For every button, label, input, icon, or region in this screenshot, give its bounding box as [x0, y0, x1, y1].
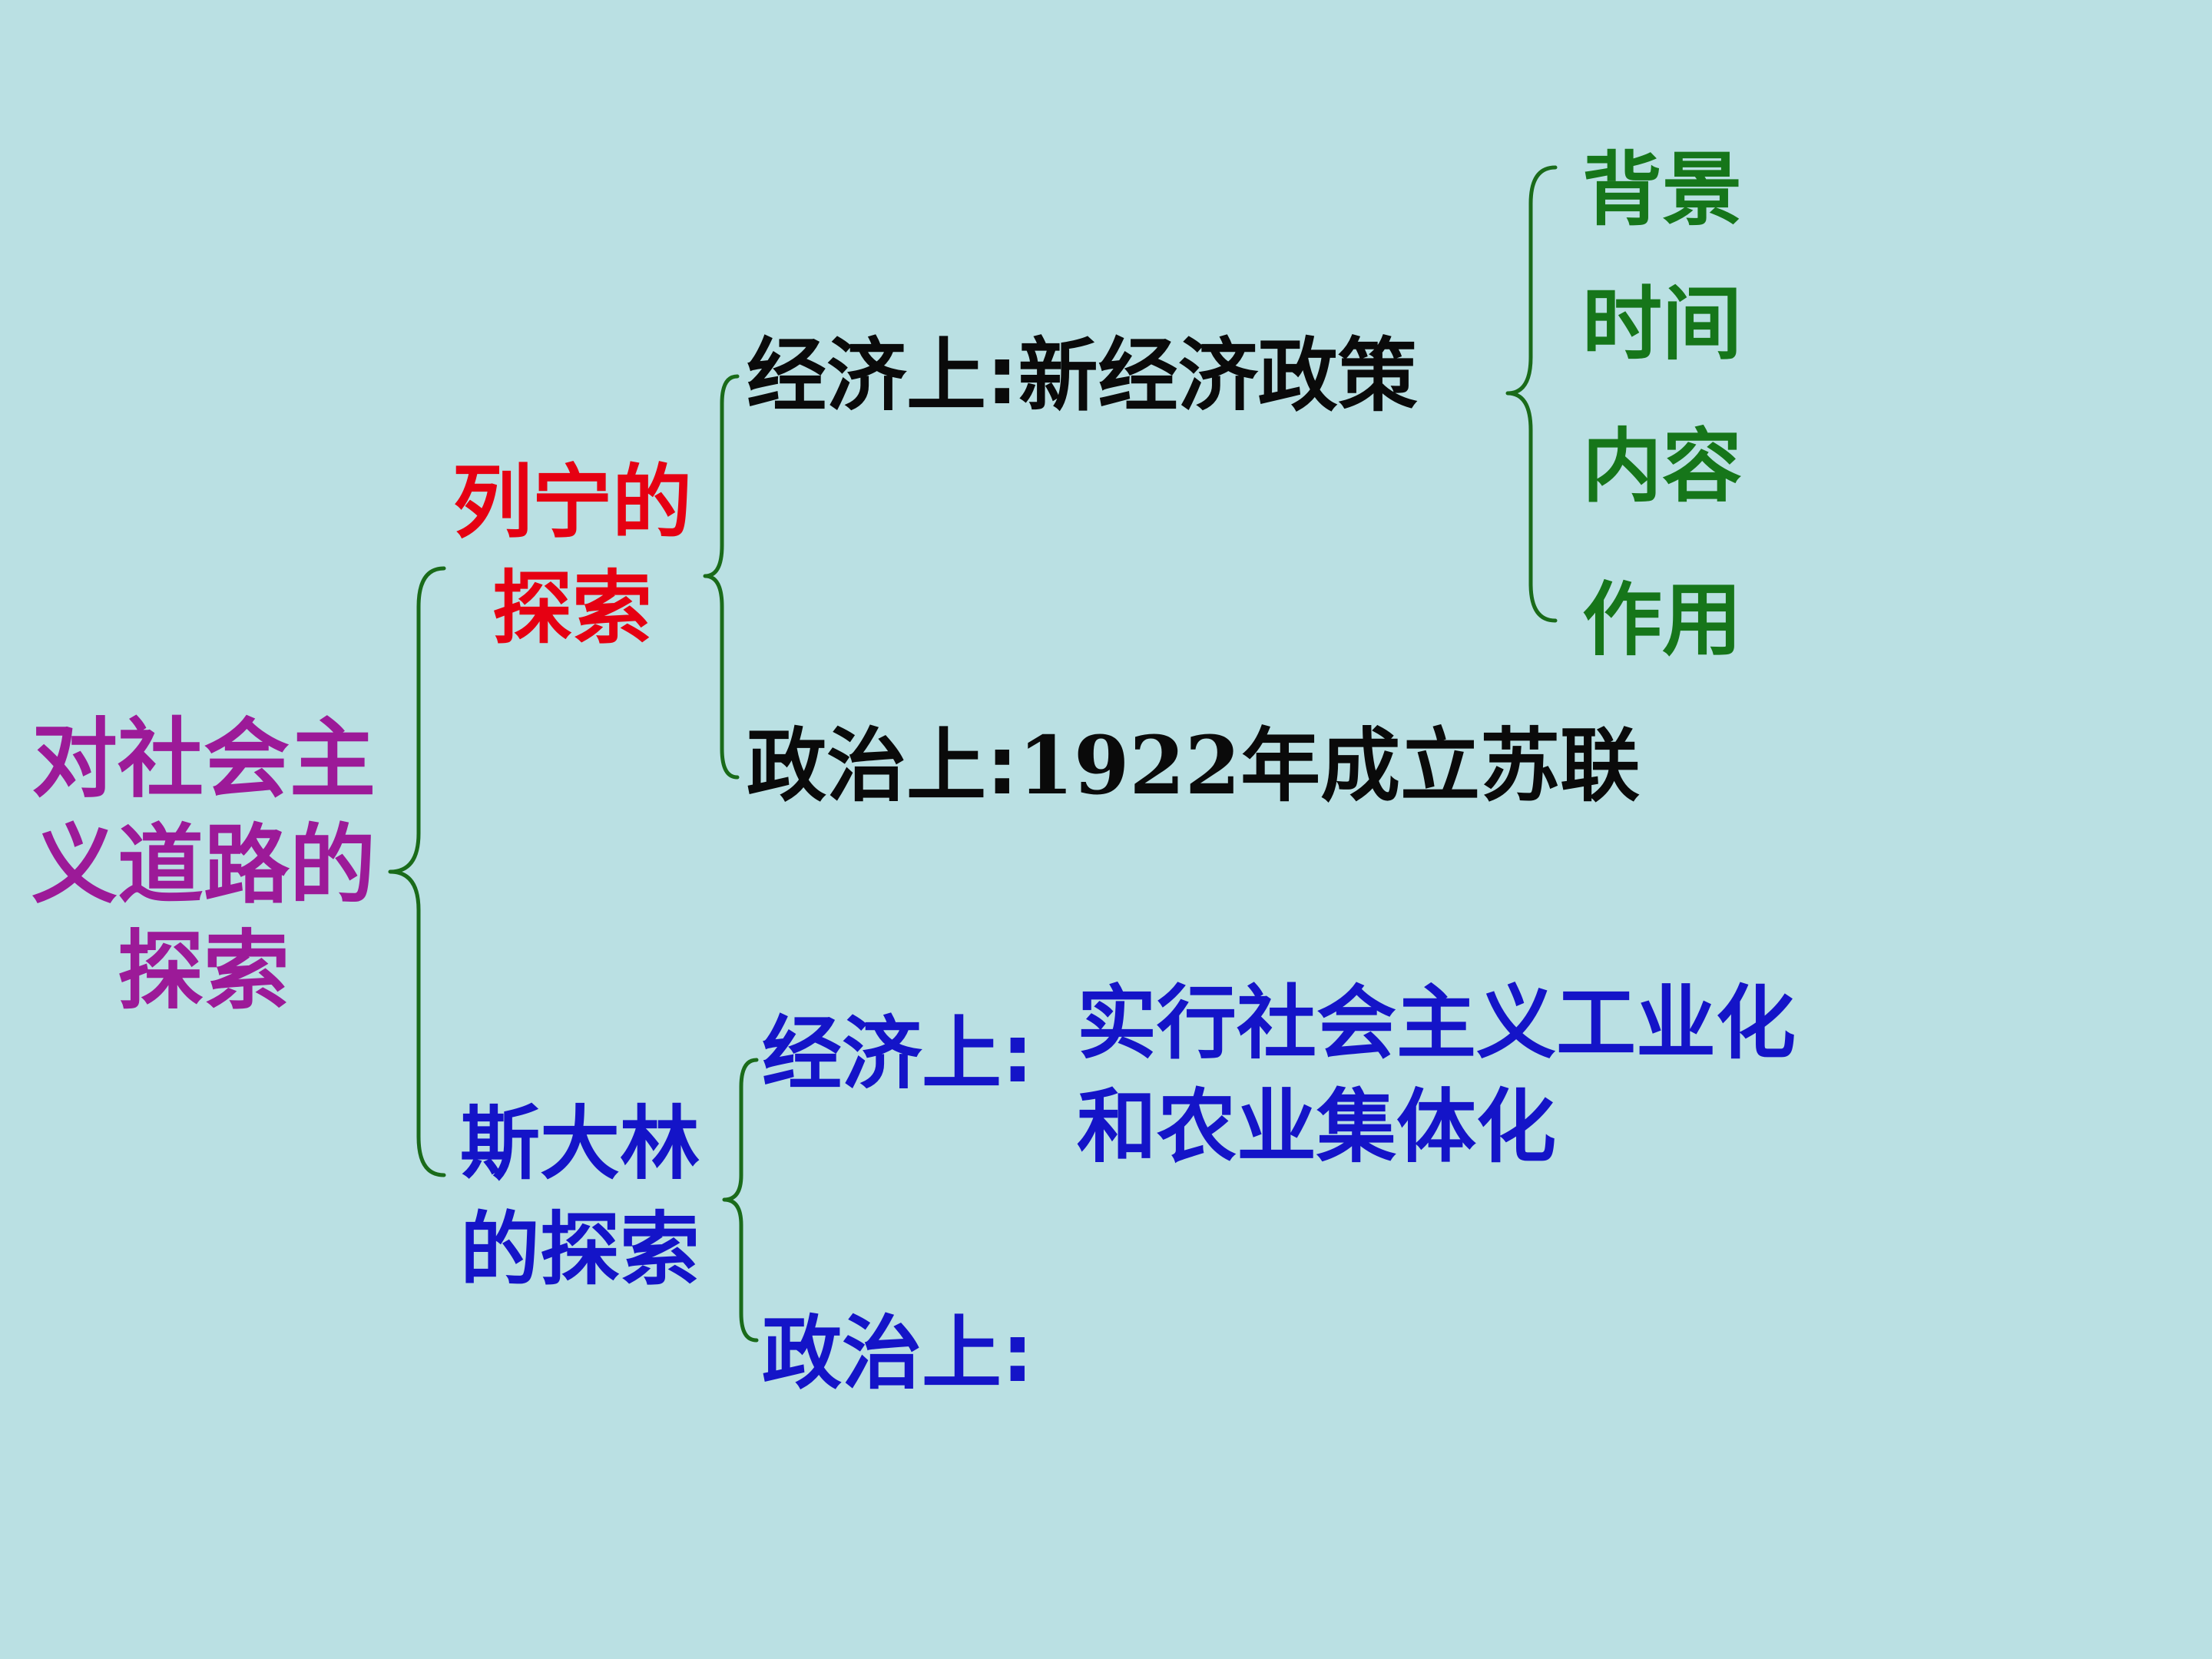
- lenin-brace: [703, 374, 740, 780]
- aspect-background: 背景: [1582, 143, 1743, 237]
- stalin-economic-label: 经济上: [762, 1007, 1002, 1101]
- lenin-political-row: 政治上:1922年成立苏联: [747, 726, 1640, 806]
- stalin-brace: [722, 1058, 759, 1343]
- lenin-political-value: 年成立苏联: [1240, 719, 1641, 813]
- stalin-economic-value-line1: 实行社会主义工业化: [1077, 976, 1796, 1070]
- stalin-political-label: 政治上: [762, 1306, 1002, 1400]
- lenin-economic-value: 新经济政策: [1018, 329, 1418, 422]
- lenin-economic-label: 经济上: [747, 329, 987, 422]
- root-topic: 对社会主义道路的探索: [31, 710, 376, 1022]
- lenin-economic-colon: :: [986, 329, 1018, 422]
- lenin-topic: 列宁的探索: [452, 455, 692, 655]
- root-brace: [388, 566, 446, 1177]
- aspect-time: 时间: [1582, 277, 1743, 371]
- lenin-political-label: 政治上: [747, 719, 987, 813]
- stalin-economic-colon: :: [1002, 1007, 1034, 1101]
- lenin-political-colon: :: [986, 719, 1018, 813]
- aspect-effect: 作用: [1582, 573, 1743, 667]
- aspects-brace: [1505, 165, 1558, 623]
- lenin-political-year: 1922: [1018, 718, 1241, 813]
- lenin-economic-row: 经济上:新经济政策: [747, 336, 1418, 416]
- aspect-content: 内容: [1582, 419, 1743, 513]
- stalin-economic-label-row: 经济上:: [762, 1014, 1034, 1094]
- stalin-political-colon: :: [1002, 1306, 1034, 1400]
- stalin-economic-value-line2: 和农业集体化: [1077, 1080, 1557, 1174]
- stalin-political-row: 政治上:: [762, 1313, 1034, 1393]
- stalin-topic: 斯大林的探索: [459, 1097, 700, 1296]
